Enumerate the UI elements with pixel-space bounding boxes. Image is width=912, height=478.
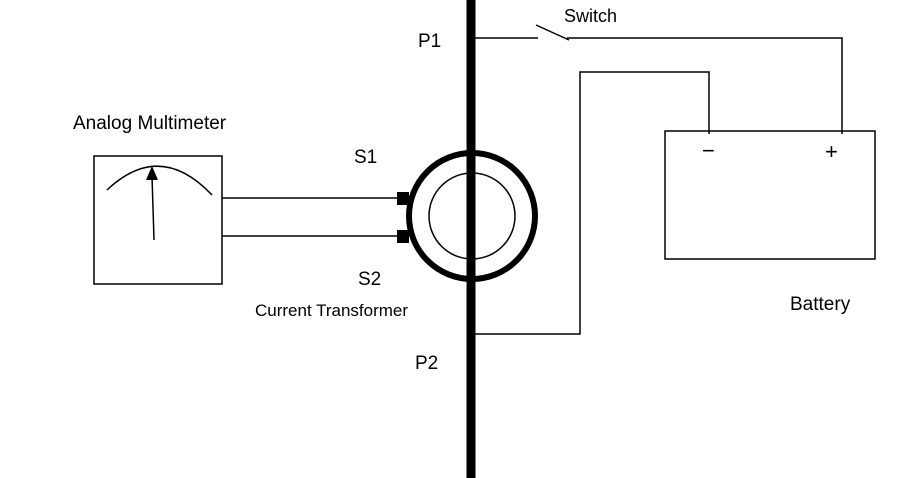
switch-symbol	[535, 24, 570, 41]
label-multimeter: Analog Multimeter	[73, 113, 227, 134]
label-s1: S1	[354, 147, 378, 168]
battery-positive-sign: +	[825, 139, 838, 164]
battery-box	[664, 130, 876, 260]
terminal-s1	[397, 192, 409, 205]
multimeter-needle	[151, 175, 155, 241]
battery-negative-sign: −	[702, 138, 715, 163]
wire-p2-to-battery-negative	[471, 71, 710, 335]
label-battery: Battery	[790, 294, 851, 315]
label-current-transformer: Current Transformer	[255, 301, 409, 320]
wire-switch-to-battery-positive	[567, 37, 843, 134]
label-switch: Switch	[564, 6, 618, 26]
label-s2: S2	[358, 269, 382, 290]
label-p1: P1	[418, 31, 442, 52]
terminal-s2	[397, 230, 409, 243]
multimeter-body	[93, 155, 223, 285]
multimeter-needle-tip	[146, 166, 158, 180]
multimeter-scale-arc	[106, 165, 213, 196]
current-transformer-core	[428, 172, 516, 260]
label-p2: P2	[415, 353, 439, 374]
analog-meter-icon	[93, 155, 223, 285]
current-transformer-ring	[406, 150, 538, 282]
